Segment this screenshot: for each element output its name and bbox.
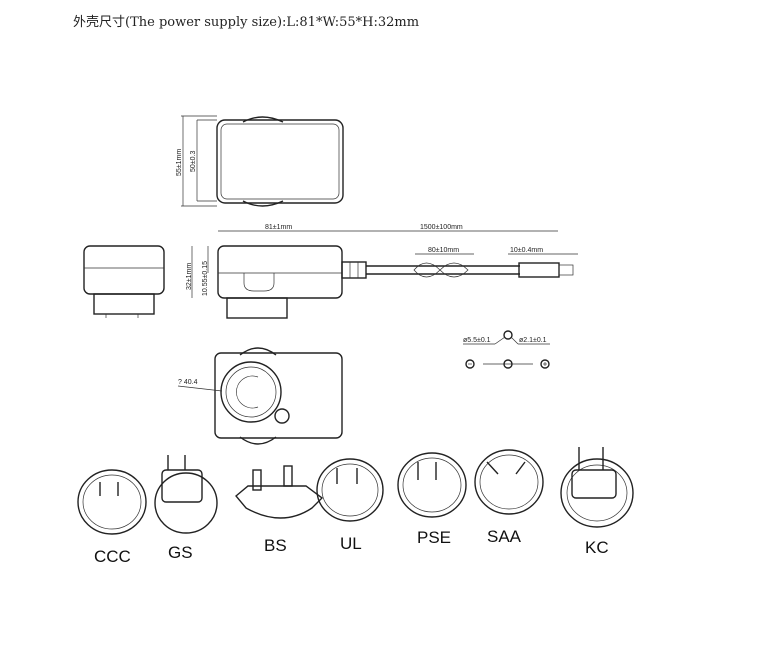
dim-width-outer: 55±1mm [176, 149, 183, 176]
dim-cable-length: 1500±100mm [420, 224, 463, 231]
plug-label-bs: BS [264, 536, 287, 555]
plug-bs: BS [235, 465, 324, 555]
plug-ul: UL [316, 458, 384, 553]
plus-icon [540, 359, 550, 369]
plug-ccc: CCC [77, 469, 147, 566]
plug-saa: SAA [474, 449, 544, 546]
dim-length: 81±1mm [265, 224, 292, 231]
minus-icon [465, 359, 475, 369]
plug-label-pse: PSE [417, 528, 451, 547]
dim-plug-length: 10±0.4mm [510, 247, 543, 254]
plug-gs: GS [154, 455, 218, 562]
dim-dc-outer: ø5.5±0.1 [463, 337, 491, 344]
dim-dc-inner: ø2.1±0.1 [519, 337, 547, 344]
page-title: 外壳尺寸(The power supply size):L:81*W:55*H:… [73, 15, 420, 30]
plug-pse: PSE [397, 452, 467, 547]
end-view [83, 245, 165, 318]
dim-coil: 80±10mm [428, 247, 459, 254]
top-view: 55±1mm 50±0.3 [176, 115, 344, 207]
plug-kc: KC [560, 447, 634, 557]
plug-label-kc: KC [585, 538, 609, 557]
dim-height-inner: 10.55±0.15 [202, 261, 209, 296]
plug-label-gs: GS [168, 543, 193, 562]
dim-socket-diameter: ? 40.4 [178, 379, 198, 386]
plug-label-ccc: CCC [94, 547, 131, 566]
side-view: 81±1mm 1500±100mm 80±10mm 10±0.4mm 32±1m… [186, 224, 578, 319]
dim-height: 32±1mm [186, 263, 193, 290]
bottom-view: ? 40.4 [177, 347, 343, 445]
dim-width-inner: 50±0.3 [190, 151, 197, 172]
dc-connector-polarity: ø5.5±0.1 ø2.1±0.1 [463, 330, 550, 369]
plug-label-saa: SAA [487, 527, 522, 546]
plug-label-ul: UL [340, 534, 362, 553]
